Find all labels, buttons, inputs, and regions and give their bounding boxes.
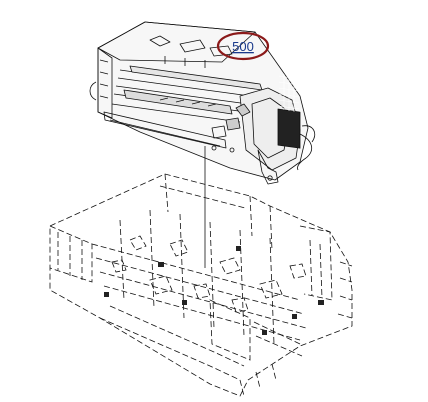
- upper-assembly-500: [89, 21, 316, 185]
- base-fastener-marks: [104, 246, 324, 335]
- callout-500[interactable]: 500: [216, 31, 270, 61]
- gear-block: [277, 74, 301, 149]
- lower-base-phantom: [49, 173, 353, 397]
- callout-label: 500: [232, 39, 254, 54]
- callout-ring: [216, 31, 270, 61]
